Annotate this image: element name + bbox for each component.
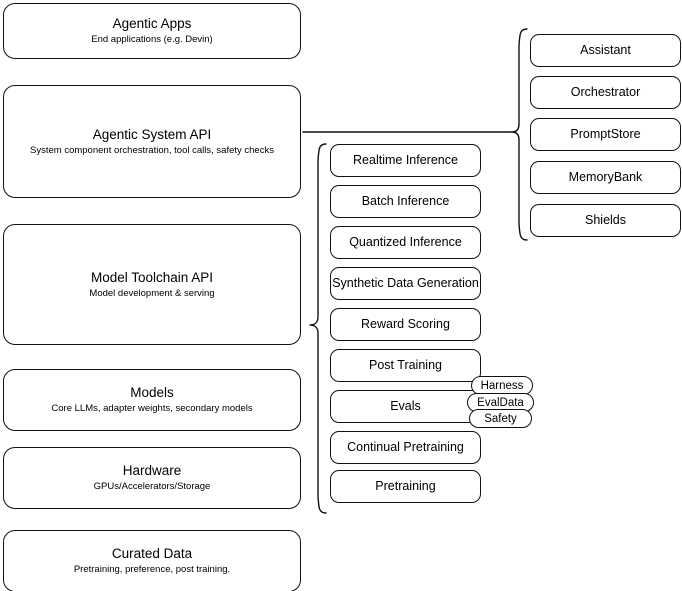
- layer-title-model-toolchain-api: Model Toolchain API: [90, 269, 214, 285]
- layer-box-agentic-system-api[interactable]: Agentic System API System component orch…: [3, 85, 301, 198]
- card-promptstore[interactable]: PromptStore: [530, 118, 681, 151]
- card-synthetic-data-generation[interactable]: Synthetic Data Generation: [330, 267, 481, 300]
- layer-subtitle-models: Core LLMs, adapter weights, secondary mo…: [51, 403, 253, 414]
- card-reward-scoring[interactable]: Reward Scoring: [330, 308, 481, 341]
- card-orchestrator[interactable]: Orchestrator: [530, 76, 681, 109]
- card-quantized-inference[interactable]: Quantized Inference: [330, 226, 481, 259]
- brace-toolchain-components: [309, 143, 327, 514]
- layer-subtitle-agentic-apps: End applications (e.g. Devin): [91, 34, 213, 45]
- card-evals[interactable]: Evals: [330, 390, 481, 423]
- layer-title-curated-data: Curated Data: [111, 546, 193, 561]
- brace-agentic-components: [511, 28, 528, 241]
- card-assistant[interactable]: Assistant: [530, 34, 681, 67]
- card-realtime-inference[interactable]: Realtime Inference: [330, 144, 481, 177]
- layer-box-agentic-apps[interactable]: Agentic Apps End applications (e.g. Devi…: [3, 3, 301, 59]
- layer-title-agentic-apps: Agentic Apps: [112, 16, 192, 31]
- card-post-training[interactable]: Post Training: [330, 349, 481, 382]
- card-pretraining[interactable]: Pretraining: [330, 470, 481, 503]
- layer-subtitle-hardware: GPUs/Accelerators/Storage: [93, 481, 211, 492]
- pill-safety[interactable]: Safety: [469, 409, 532, 428]
- layer-subtitle-agentic-system-api: System component orchestration, tool cal…: [30, 144, 274, 156]
- layer-title-agentic-system-api: Agentic System API: [92, 126, 212, 142]
- layer-subtitle-model-toolchain-api: Model development & serving: [89, 287, 215, 299]
- card-memorybank[interactable]: MemoryBank: [530, 161, 681, 194]
- layer-subtitle-curated-data: Pretraining, preference, post training.: [73, 564, 231, 575]
- layer-box-hardware[interactable]: Hardware GPUs/Accelerators/Storage: [3, 447, 301, 509]
- card-continual-pretraining[interactable]: Continual Pretraining: [330, 431, 481, 464]
- card-batch-inference[interactable]: Batch Inference: [330, 185, 481, 218]
- layer-box-models[interactable]: Models Core LLMs, adapter weights, secon…: [3, 369, 301, 431]
- layer-box-curated-data[interactable]: Curated Data Pretraining, preference, po…: [3, 530, 301, 591]
- layer-title-hardware: Hardware: [122, 463, 182, 478]
- layer-title-models: Models: [130, 385, 174, 400]
- card-shields[interactable]: Shields: [530, 204, 681, 237]
- layer-box-model-toolchain-api[interactable]: Model Toolchain API Model development & …: [3, 224, 301, 345]
